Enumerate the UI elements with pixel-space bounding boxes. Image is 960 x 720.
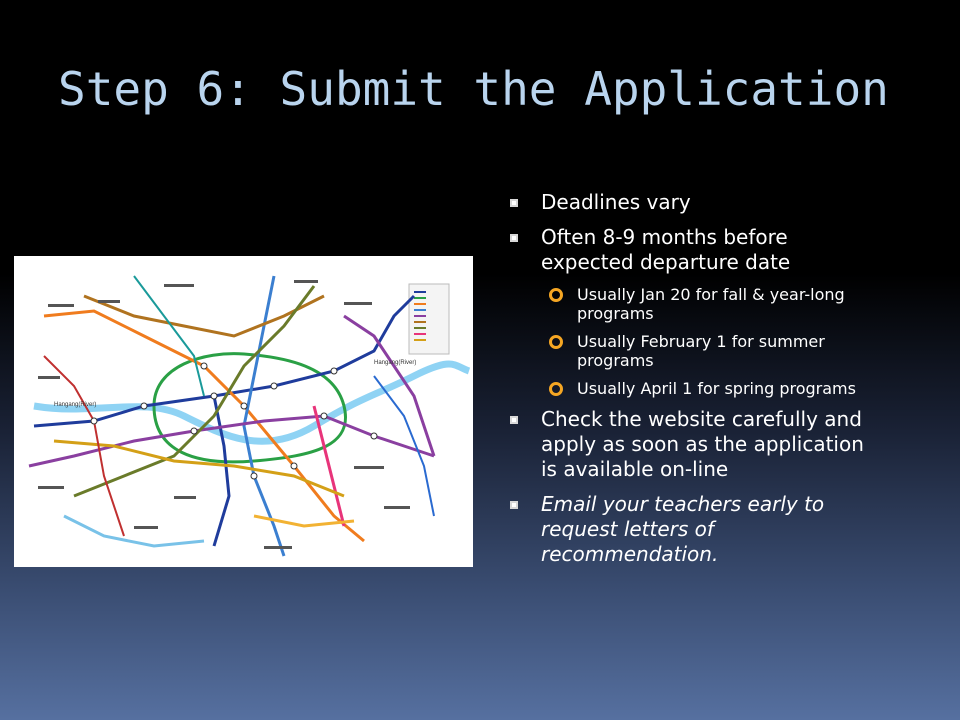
river-label-right: Hangang(River) bbox=[374, 360, 416, 366]
bullet-text: Email your teachers early to request let… bbox=[541, 492, 825, 566]
sub-bullet-spring: Usually April 1 for spring programs bbox=[505, 379, 885, 398]
sub-bullet-fall: Usually Jan 20 for fall & year-long prog… bbox=[505, 285, 885, 323]
sub-bullet-text: Usually April 1 for spring programs bbox=[577, 379, 856, 398]
sub-bullet-text: Usually Jan 20 for fall & year-long prog… bbox=[577, 285, 845, 323]
bullet-text: Deadlines vary bbox=[541, 190, 691, 214]
bullet-list: Deadlines vary Often 8-9 months before e… bbox=[505, 190, 885, 577]
subway-map-graphic: Hangang(River) Hangang(River) bbox=[14, 256, 473, 567]
ring-bullet-icon bbox=[549, 335, 563, 349]
bullet-text: Often 8-9 months before expected departu… bbox=[541, 225, 791, 274]
sub-bullet-summer: Usually February 1 for summer programs bbox=[505, 332, 885, 370]
square-bullet-icon bbox=[510, 199, 518, 207]
sub-bullet-text: Usually February 1 for summer programs bbox=[577, 332, 825, 370]
bullet-timing: Often 8-9 months before expected departu… bbox=[505, 225, 885, 275]
bullet-check-website: Check the website carefully and apply as… bbox=[505, 407, 885, 482]
bullet-text: Check the website carefully and apply as… bbox=[541, 407, 864, 481]
river-label-left: Hangang(River) bbox=[54, 402, 96, 408]
square-bullet-icon bbox=[510, 501, 518, 509]
square-bullet-icon bbox=[510, 234, 518, 242]
bullet-deadlines: Deadlines vary bbox=[505, 190, 885, 215]
square-bullet-icon bbox=[510, 416, 518, 424]
bullet-email-teachers: Email your teachers early to request let… bbox=[505, 492, 885, 567]
slide-title: Step 6: Submit the Application bbox=[58, 62, 889, 116]
subway-map-image: Hangang(River) Hangang(River) bbox=[14, 256, 473, 567]
ring-bullet-icon bbox=[549, 382, 563, 396]
ring-bullet-icon bbox=[549, 288, 563, 302]
